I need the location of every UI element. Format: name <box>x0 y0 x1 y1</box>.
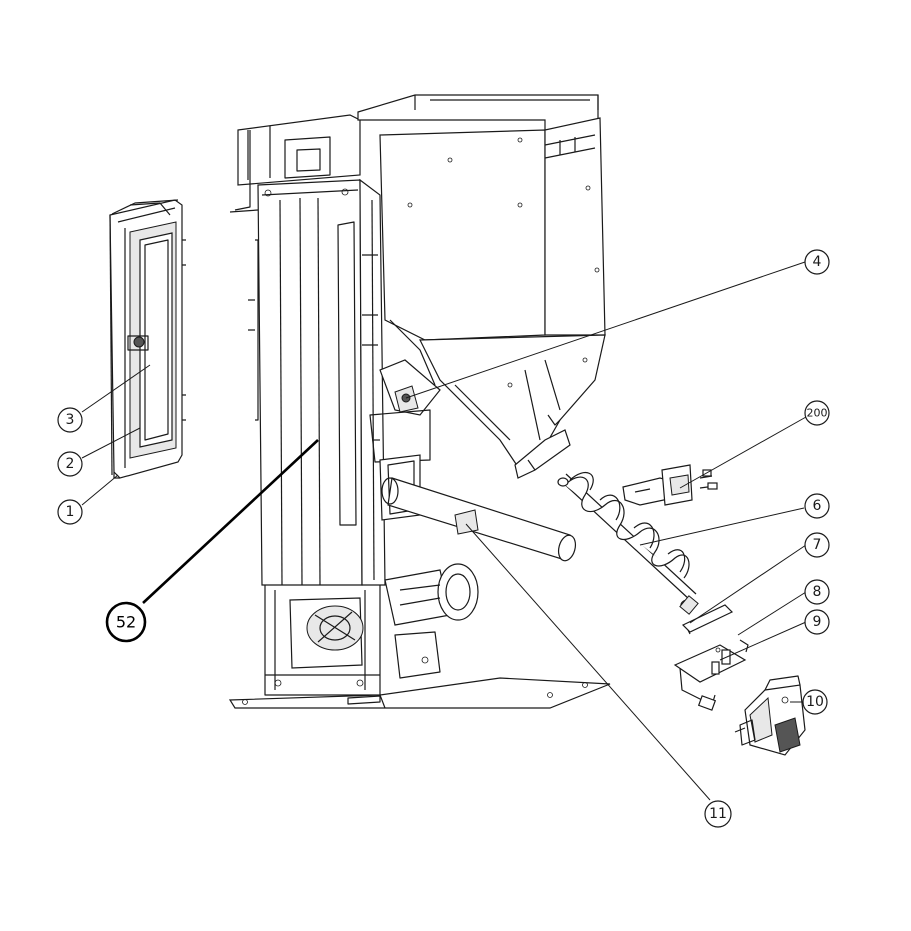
auger-screw <box>557 471 699 615</box>
door-assembly <box>109 199 186 479</box>
leader-1 <box>81 474 119 506</box>
callout-label: 200 <box>807 407 828 420</box>
callout-label: 4 <box>813 254 822 270</box>
gasket-and-fasteners <box>673 604 749 711</box>
pellet-hopper <box>357 94 606 479</box>
callout-52: 52 <box>105 601 147 643</box>
callout-4: 4 <box>804 249 830 275</box>
burn-pot-tube <box>379 454 577 562</box>
leader-8 <box>737 591 807 636</box>
callout-9: 9 <box>804 609 830 635</box>
callout-label: 6 <box>813 498 822 514</box>
callout-1: 1 <box>57 499 83 525</box>
callout-7: 7 <box>804 532 830 558</box>
leader-200 <box>679 416 807 489</box>
leader-6 <box>639 507 805 546</box>
callout-8: 8 <box>804 579 830 605</box>
callout-label: 1 <box>66 504 75 520</box>
callouts: 1 2 3 4 200 6 7 8 <box>57 249 830 828</box>
callout-200: 200 <box>804 400 830 426</box>
callout-label: 7 <box>813 537 822 553</box>
leader-52 <box>142 439 319 604</box>
callout-label: 11 <box>709 806 727 822</box>
callout-label: 9 <box>813 614 822 630</box>
leader-7 <box>689 544 807 624</box>
igniter-bracket <box>622 464 718 506</box>
callout-2: 2 <box>57 451 83 477</box>
auger-gear-motor <box>734 675 806 756</box>
leader-4 <box>405 261 806 399</box>
stove-body <box>228 114 611 709</box>
leader-11 <box>465 523 711 801</box>
callout-label: 3 <box>66 412 75 428</box>
leader-3 <box>81 364 151 413</box>
callout-6: 6 <box>804 493 830 519</box>
callout-3: 3 <box>57 407 83 433</box>
callout-label: 10 <box>806 694 824 710</box>
leader-9 <box>719 621 807 661</box>
callout-label: 8 <box>813 584 822 600</box>
callout-11: 11 <box>704 800 732 828</box>
callout-label: 2 <box>66 456 75 472</box>
callout-10: 10 <box>802 689 828 715</box>
callout-label: 52 <box>116 613 136 632</box>
leader-2 <box>81 427 141 459</box>
leader-lines <box>81 261 807 801</box>
